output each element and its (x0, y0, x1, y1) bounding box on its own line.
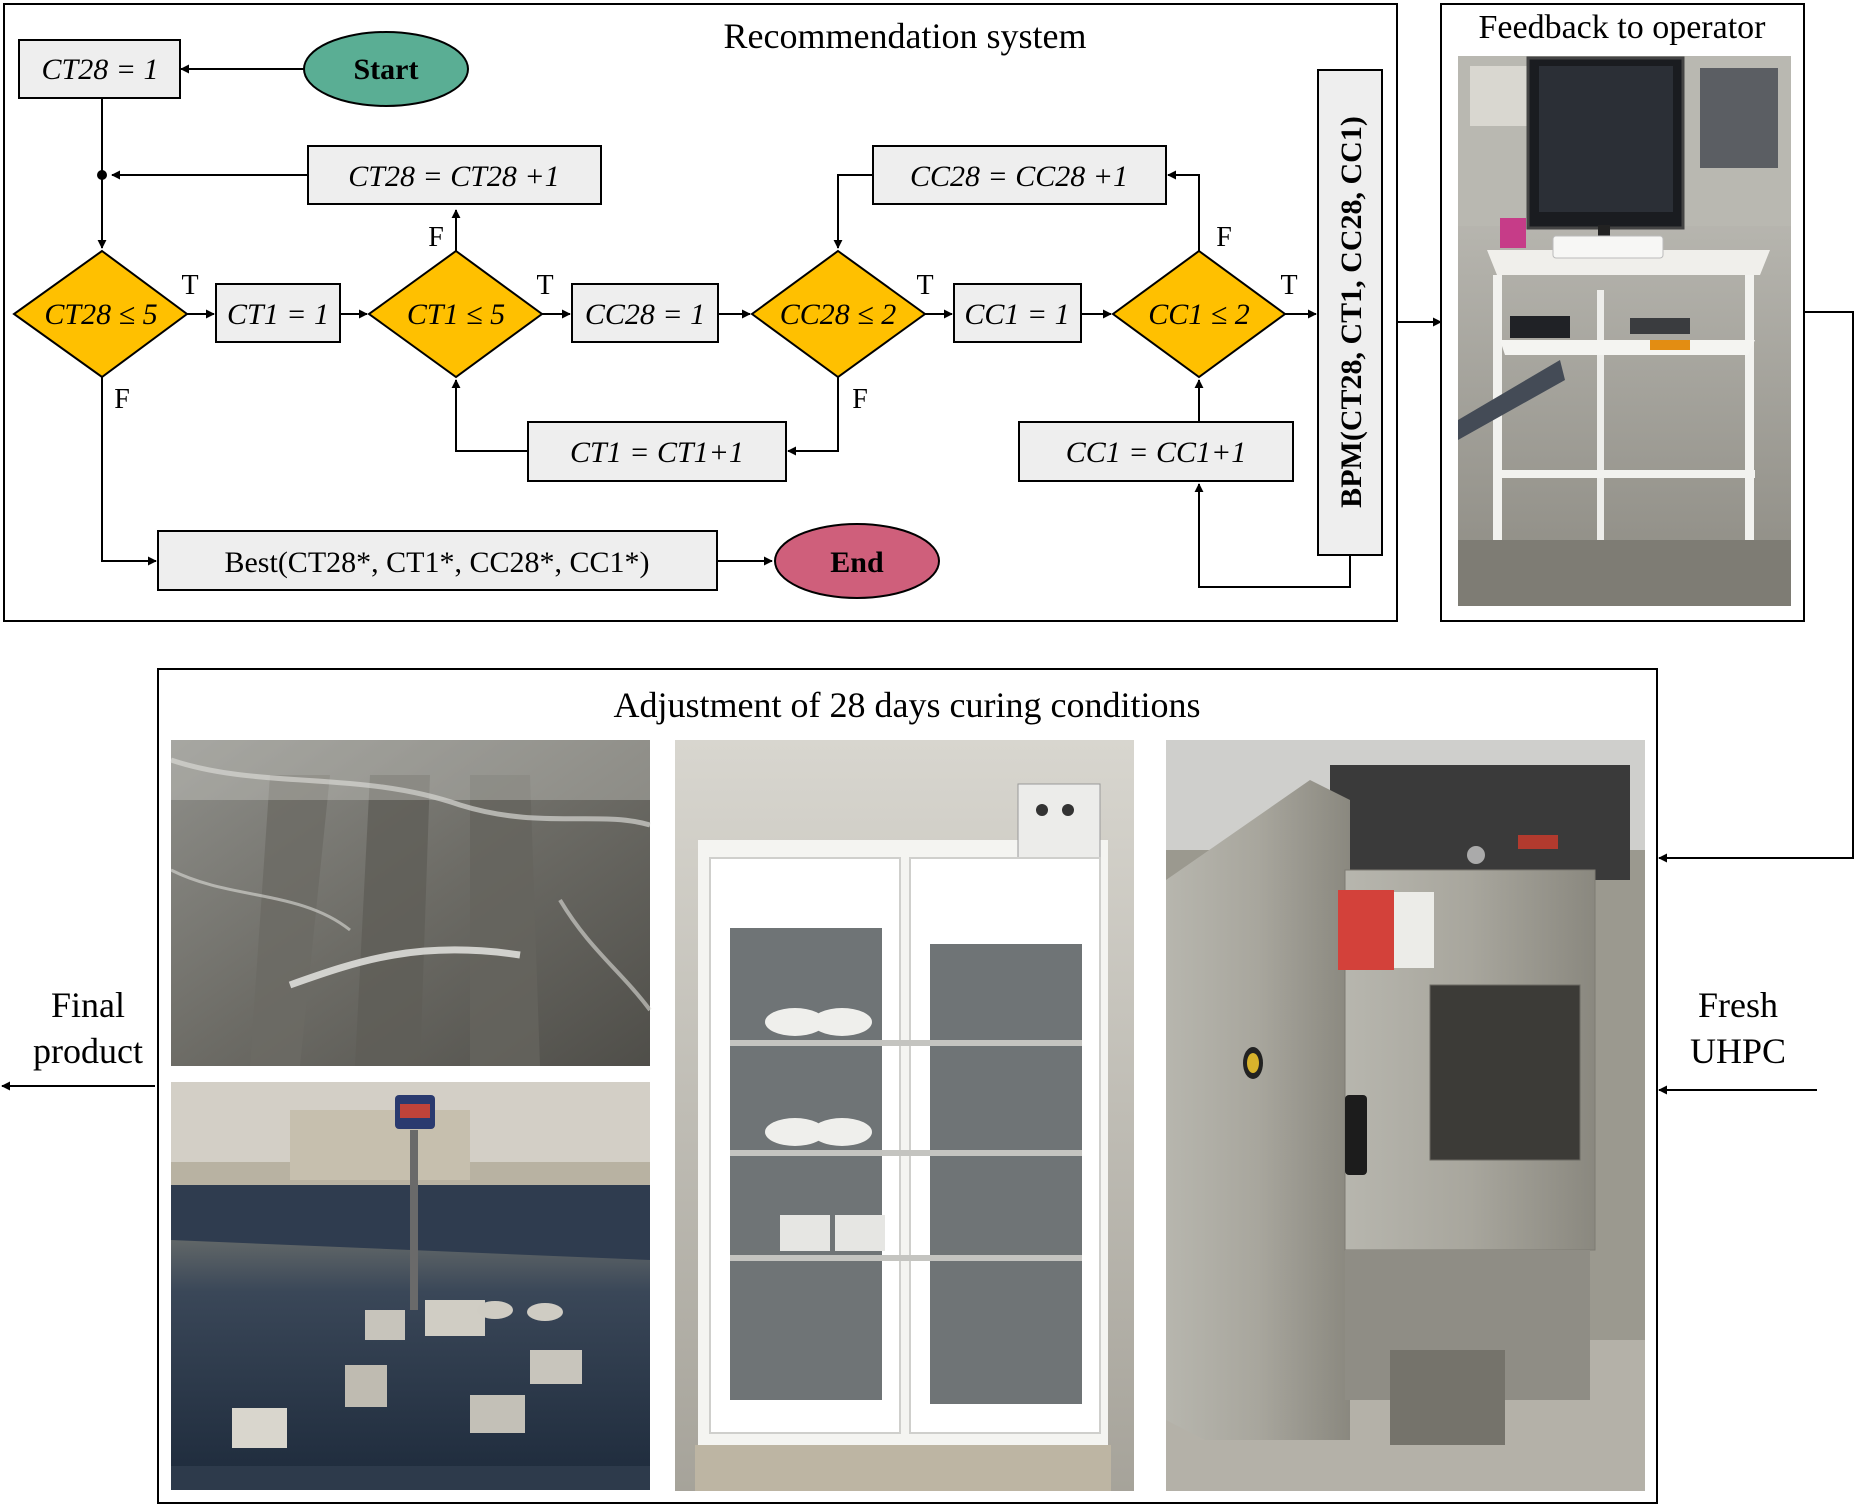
set-ct1-box (215, 283, 341, 343)
decision-cc28-label: CC28 ≤ 2 (780, 298, 896, 331)
bpm-label: BPM(CT28, CT1, CC28, CC1) (1335, 116, 1368, 508)
final-product-label-line1: Final (51, 985, 125, 1025)
increment-ct1-label: CT1 = CT1+1 (570, 436, 744, 469)
increment-cc28-box (872, 145, 1167, 205)
fresh-uhpc-label-line1: Fresh (1698, 985, 1778, 1025)
water-tank-photo (171, 1082, 650, 1490)
bpm-box (1317, 69, 1383, 556)
flow-connectors (97, 64, 1442, 588)
feedback-panel: Feedback to operator (1440, 3, 1805, 622)
decision-ct28-label: CT28 ≤ 5 (44, 298, 157, 331)
final-product-label-line2: product (33, 1031, 143, 1071)
false-label: F (852, 384, 868, 415)
best-box (157, 530, 718, 591)
false-label: F (428, 222, 444, 253)
init-ct28-box (18, 39, 181, 99)
junction-dot (97, 170, 107, 180)
set-cc1-box (953, 283, 1082, 343)
feedback-title: Feedback to operator (1479, 9, 1767, 46)
increment-cc1-box (1018, 421, 1294, 482)
increment-cc28-label: CC28 = CC28 +1 (910, 160, 1128, 193)
end-label: End (830, 546, 884, 579)
best-label: Best(CT28*, CT1*, CC28*, CC1*) (224, 546, 649, 579)
decision-cc1-label: CC1 ≤ 2 (1148, 298, 1249, 331)
decision-ct1 (367, 249, 544, 379)
set-cc1-label: CC1 = 1 (964, 298, 1069, 331)
adjustment-title: Adjustment of 28 days curing conditions (614, 685, 1201, 725)
set-cc28-label: CC28 = 1 (585, 298, 705, 331)
increment-ct28-box (307, 145, 602, 205)
climate-chamber-photo (1166, 740, 1645, 1491)
true-label: T (536, 270, 553, 301)
recommendation-system-panel: Recommendation system Start CT28 = 1 CT2… (3, 3, 1442, 622)
feedback-to-adjustment-arrow (1658, 311, 1854, 863)
fresh-uhpc-label-line2: UHPC (1690, 1031, 1786, 1071)
increment-ct1-box (527, 421, 787, 482)
decision-ct1-label: CT1 ≤ 5 (407, 298, 505, 331)
adjustment-panel: Adjustment of 28 days curing conditions (157, 668, 1658, 1504)
decision-cc1 (1111, 249, 1287, 379)
increment-ct28-label: CT28 = CT28 +1 (348, 160, 559, 193)
true-label: T (1280, 270, 1297, 301)
recommendation-title: Recommendation system (724, 16, 1087, 56)
true-label: T (916, 270, 933, 301)
set-ct1-label: CT1 = 1 (227, 298, 329, 331)
increment-cc1-label: CC1 = CC1+1 (1066, 436, 1247, 469)
curing-cabinet-photo (675, 740, 1134, 1491)
false-label: F (1216, 222, 1232, 253)
init-ct28-label: CT28 = 1 (42, 53, 159, 86)
set-cc28-box (571, 283, 719, 343)
start-label: Start (354, 53, 419, 86)
true-label: T (181, 270, 198, 301)
covered-specimens-photo (170, 740, 652, 1066)
operator-workstation-photo (1458, 56, 1791, 606)
false-label: F (114, 384, 130, 415)
end-terminal (774, 523, 940, 599)
